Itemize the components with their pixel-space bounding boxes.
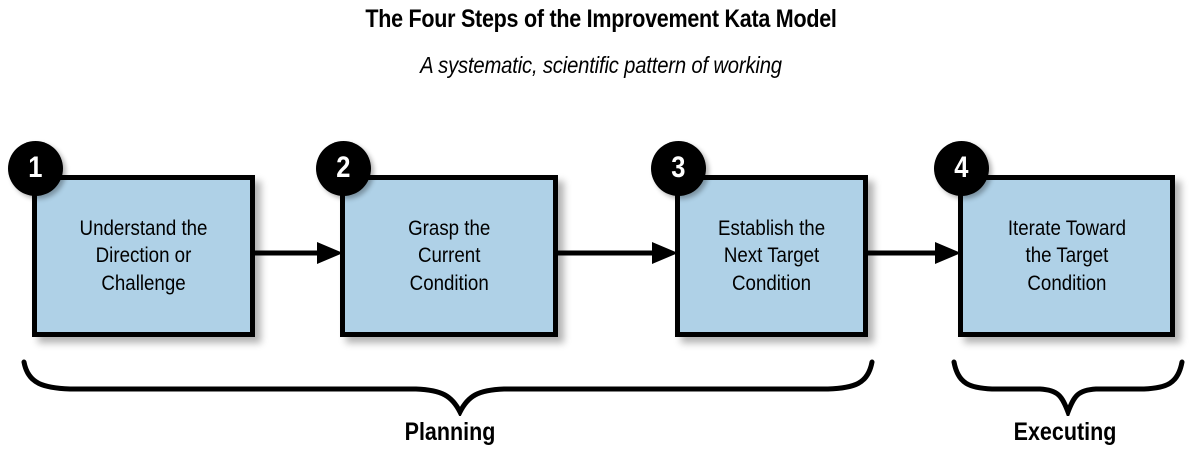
brace-planning-icon [21, 359, 875, 416]
group-label-planning: Planning [404, 418, 496, 446]
arrow-step-2-to-3-icon [556, 242, 678, 264]
page-subtitle: A systematic, scientific pattern of work… [420, 52, 782, 78]
step-2[interactable]: Grasp the Current Condition 2 [316, 141, 558, 337]
step-3-box: Establish the Next Target Condition [675, 175, 868, 337]
step-3-number-badge: 3 [651, 141, 706, 196]
step-2-number-badge: 2 [316, 141, 371, 196]
step-3[interactable]: Establish the Next Target Condition 3 [651, 141, 868, 337]
step-2-box: Grasp the Current Condition [340, 175, 558, 337]
page-title: The Four Steps of the Improvement Kata M… [365, 5, 837, 33]
arrow-step-3-to-4-icon [866, 242, 961, 264]
step-1[interactable]: Understand the Direction or Challenge 1 [8, 141, 255, 337]
step-4[interactable]: Iterate Toward the Target Condition 4 [934, 141, 1175, 337]
step-1-number-badge: 1 [8, 141, 63, 196]
step-1-label: Understand the Direction or Challenge [79, 215, 208, 295]
step-1-box: Understand the Direction or Challenge [32, 175, 255, 337]
step-2-number: 2 [336, 151, 351, 184]
step-4-number-badge: 4 [934, 141, 989, 196]
step-3-number: 3 [671, 151, 686, 184]
group-label-executing: Executing [1013, 418, 1117, 446]
arrow-step-1-to-2-icon [253, 242, 343, 264]
brace-executing-icon [951, 359, 1185, 416]
step-2-label: Grasp the Current Condition [407, 215, 491, 295]
step-1-number: 1 [28, 151, 43, 184]
step-3-label: Establish the Next Target Condition [717, 215, 826, 295]
step-4-label: Iterate Toward the Target Condition [1007, 215, 1126, 295]
step-4-box: Iterate Toward the Target Condition [958, 175, 1175, 337]
step-4-number: 4 [954, 151, 969, 184]
